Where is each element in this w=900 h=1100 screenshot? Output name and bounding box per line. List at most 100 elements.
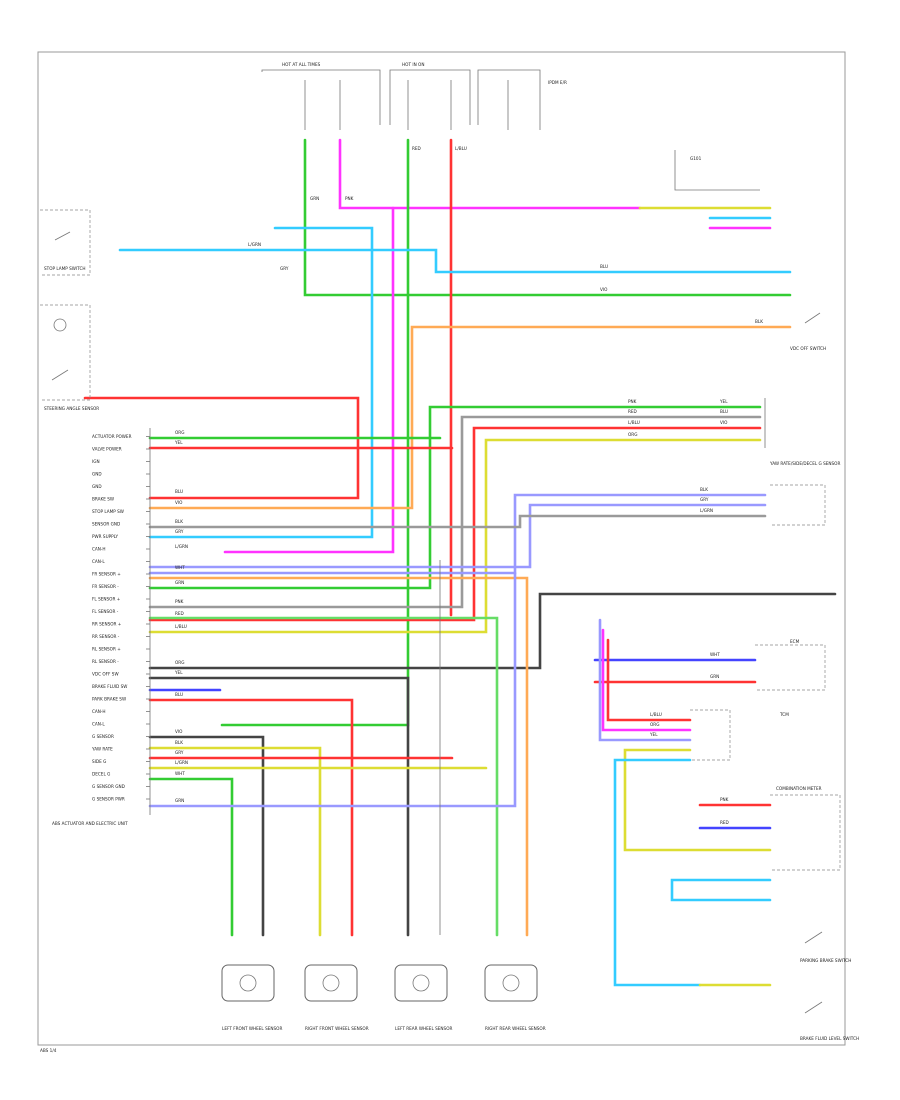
wire-code-label: ORG [175,660,184,665]
parking-switch-contact [804,931,823,944]
pin-label: RL SENSOR - [92,659,119,664]
wire-code-label: VIO [600,287,608,292]
pin-label: CAN-L [92,722,105,727]
wire-code-label: L/GRN [175,544,188,549]
wire-green-main [303,138,792,297]
wire-code-label: L/BLU [175,624,187,629]
wire-cyan-top [118,248,792,274]
wire-code-label: BLK [755,319,763,324]
wire-code-label: BLK [175,519,183,524]
wire-code-label: PNK [175,599,184,604]
ground-lead [674,150,760,191]
wire-code-label: RED [720,820,729,825]
wire-code-label: RED [628,409,637,414]
vdc-switch-contact [804,312,821,324]
pin-label: G SENSOR [92,734,114,739]
wire-pink-right [601,628,692,732]
wire-lightgreen-2 [148,616,499,937]
wire-code-label: RED [412,146,421,151]
wire-code-label: VIO [720,420,728,425]
pin-label: IGN [92,459,100,464]
pin-label: SIDE G [92,759,106,764]
wire-black-1 [148,592,837,670]
wire-green-yaw [148,405,762,590]
wire-code-label: GRY [175,529,184,534]
wire-code-label: BLK [700,487,708,492]
ecm-outline [755,644,826,691]
wire-code-label: GRN [175,798,184,803]
fuse-bracket-middle [389,69,471,125]
steering-angle-sensor-label: STEERING ANGLE SENSOR [44,406,99,411]
wire-red-right-2 [606,638,692,722]
wire-code-label: PNK [720,797,729,802]
pin-label: VALVE POWER [92,447,122,452]
wire-code-label: ORG [650,722,659,727]
ground-symbol: G101 [674,150,760,191]
fuse-block-right: IPDM E/R [477,69,567,130]
wire-code-label: BLU [600,264,608,269]
wire-lavender-3 [148,571,517,808]
yaw-rate-sensor-label: YAW RATE/SIDE/DECEL G SENSOR [769,461,840,466]
wire-green-3 [148,777,234,937]
wire-yellow-2 [148,746,322,937]
combination-meter-label: COMBINATION METER [776,786,822,791]
pin-label: CAN-L [92,559,105,564]
wire-code-label: WHT [175,565,185,570]
diagram-frame [37,51,846,1046]
pin-label: ACTUATOR POWER [92,434,132,439]
rf-sensor-coil [322,974,340,992]
steering-angle-sensor: STEERING ANGLE SENSOR [40,304,99,411]
pin-label: GND [92,472,102,477]
wire-lavender-2 [148,503,767,569]
fuse-block-middle: HOT IN ON [389,62,471,130]
stop-lamp-switch: STOP LAMP SWITCH [40,209,91,276]
wire-red-yaw [148,426,762,622]
sas-contact [51,369,69,381]
pin-label: FR SENSOR + [92,572,121,577]
combination-meter: COMBINATION METER [770,484,841,871]
parking-brake-switch-label: PARKING BRAKE SWITCH [800,958,851,963]
wire-code-label: GRN [175,580,184,585]
ipdm-label: IPDM E/R [548,80,567,85]
lr-sensor-label: LEFT REAR WHEEL SENSOR [395,1026,452,1031]
pin-label: FL SENSOR + [92,597,121,602]
ecm-block: ECM TCM [690,639,826,761]
wire-lavender-1 [148,493,767,575]
wire-code-label: VIO [175,729,183,734]
parking-brake-switch: PARKING BRAKE SWITCH [800,931,851,963]
combo-outline-2 [770,794,841,871]
wire-code-label: L/GRN [700,508,713,513]
abs-module-label: ABS ACTUATOR AND ELECTRIC UNIT [52,821,128,826]
wire-code-label: L/BLU [628,420,640,425]
wire-orange [148,325,792,510]
pin-label: FR SENSOR - [92,584,119,589]
wire-code-label: YEL [649,732,658,737]
wire-code-label: VIO [175,500,183,505]
combo-outline [770,484,826,526]
wire-code-label: L/GRN [175,760,188,765]
wire-code-label: RED [175,611,184,616]
wire-orange-2 [148,576,529,937]
wire-code-label: ORG [175,430,184,435]
right-front-wheel-sensor: RIGHT FRONT WHEEL SENSOR [304,964,369,1031]
stop-lamp-switch-label: STOP LAMP SWITCH [44,266,86,271]
switch-outline [40,209,91,276]
hot-at-all-times-label: HOT AT ALL TIMES [282,62,321,67]
wire-code-label: GRN [710,674,719,679]
pin-label: STOP LAMP SW [92,509,124,514]
vdc-off-switch: VDC OFF SWITCH [790,312,826,351]
pin-label: RL SENSOR + [92,647,121,652]
pin-label: CAN-H [92,709,106,714]
wire-code-label: L/BLU [650,712,662,717]
wire-cyan-right [613,758,702,987]
left-front-wheel-sensor: LEFT FRONT WHEEL SENSOR [221,964,282,1031]
wire-pink-vertical [223,206,395,554]
wire-cyan-vertical [148,226,374,539]
wire-code-label: YEL [719,399,728,404]
wire-code-label-group: GRN PNK RED L/BLU ORG YEL BLU VIO BLK GRY L/GRN WHT… [174,146,763,825]
wire-gray-2 [148,514,767,529]
wire-yellow-right [623,748,772,852]
yaw-rate-sensor: YAW RATE/SIDE/DECEL G SENSOR [764,398,840,466]
ground-label: G101 [690,156,702,161]
